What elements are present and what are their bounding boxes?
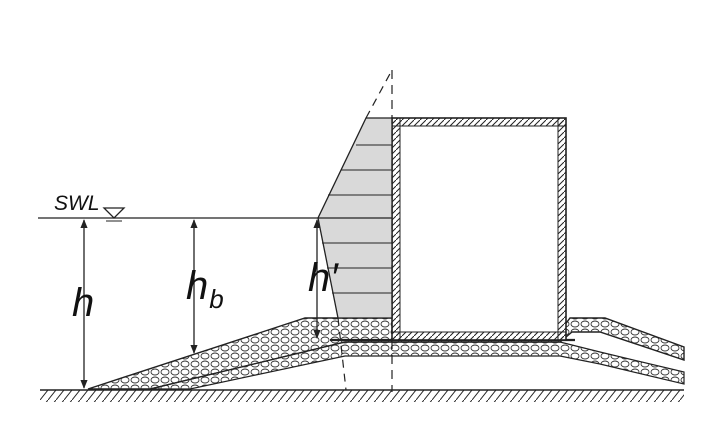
hb-label: hb: [186, 266, 224, 312]
h-label: h: [72, 281, 95, 325]
hb-subscript: b: [209, 284, 224, 314]
still-water-level: [38, 207, 392, 222]
h-prime-label: h′: [308, 256, 338, 300]
dimension-arrows: [80, 219, 321, 389]
hb-base: h: [186, 264, 209, 308]
rubble-mound: [87, 317, 685, 390]
swl-label: SWL: [54, 192, 100, 215]
seabed: [40, 389, 684, 402]
caisson: [391, 117, 567, 341]
